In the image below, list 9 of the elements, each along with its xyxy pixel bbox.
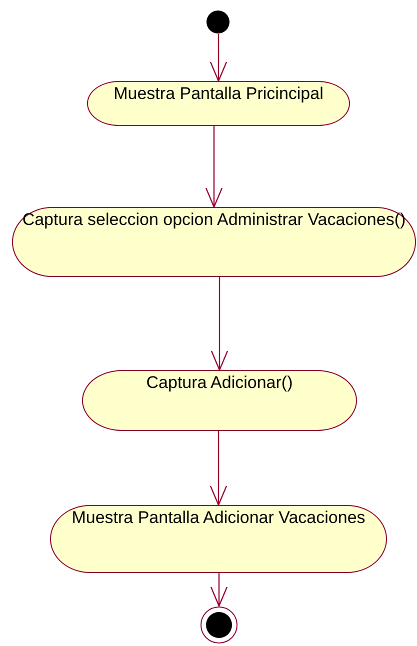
activity-label: Muestra Pantalla Adicionar Vacaciones [70,507,366,528]
arrow [210,277,228,371]
activity-label: Captura seleccion opcion Administrar Vacaciones() [21,209,407,230]
activity-label: Muestra Pantalla Pricincipal [112,83,324,104]
arrow [210,573,228,607]
arrow [205,126,223,208]
activity-label: Captura Adicionar() [145,372,294,393]
arrow [210,431,228,506]
arrow [210,34,228,82]
